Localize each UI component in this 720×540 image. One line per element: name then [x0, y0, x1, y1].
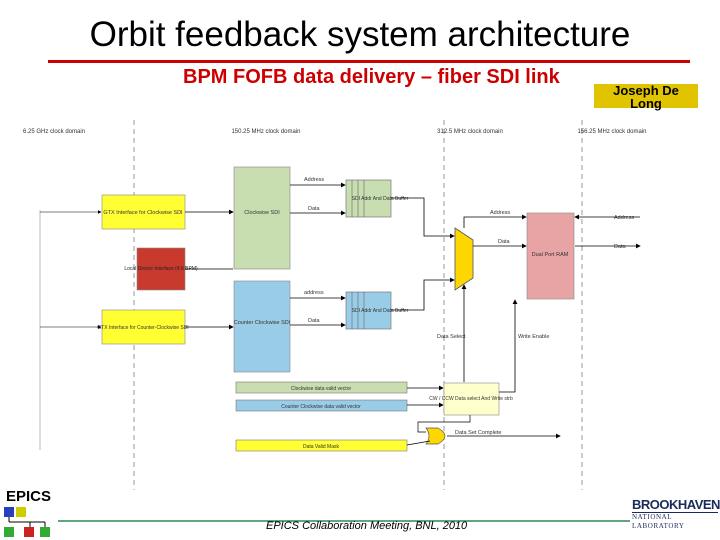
- label-write-enable: Write Enable: [518, 334, 549, 340]
- data-valid-mask-block: [235, 439, 408, 452]
- sdi-buffer-1-block: [345, 179, 392, 218]
- ccw-valid-vector-label: Counter Clockwise data valid vector: [281, 404, 361, 410]
- label-data-2: Data: [308, 318, 321, 324]
- label-data-set-complete: Data Set Complete: [455, 430, 501, 436]
- clockwise-sdi-block: [233, 166, 291, 270]
- sdi-buffer-2-label: SDI Addr And Data Buffer: [352, 308, 409, 314]
- brookhaven-logo-bottom: NATIONAL LABORATORY: [632, 512, 718, 531]
- label-out-address: Address: [614, 215, 634, 221]
- slide-subtitle: BPM FOFB data delivery – fiber SDI link: [183, 66, 560, 88]
- clock-domain-label-3: 312.5 MHz clock domain: [437, 129, 503, 135]
- cw-valid-vector-block: [235, 381, 408, 394]
- brookhaven-logo-top: BROOKHAVEN: [632, 497, 720, 512]
- cw-valid-vector-label: Clockwise data valid vector: [291, 386, 352, 392]
- footer-text: EPICS Collaboration Meeting, BNL, 2010: [266, 520, 468, 532]
- title-underline: [48, 60, 690, 63]
- gtx-counter-clockwise-label: GTX Interface for Counter-Clockwise SDI: [97, 325, 188, 331]
- author-line-1: Joseph De: [613, 83, 679, 98]
- author-line-2: Long: [630, 96, 662, 111]
- label-mux-data: Data: [498, 239, 511, 245]
- clockwise-sdi-label: Clockwise SDI: [244, 210, 280, 216]
- brookhaven-logo: BROOKHAVEN NATIONAL LABORATORY: [632, 497, 720, 532]
- gtx-counter-clockwise-block: [101, 309, 186, 345]
- clock-domain-label-2: 150.25 MHz clock domain: [231, 129, 300, 135]
- label-out-data: Data: [614, 244, 627, 250]
- label-address-1: Address: [304, 177, 324, 183]
- epics-logo-text: EPICS: [6, 488, 52, 505]
- label-mux-address: Address: [490, 210, 510, 216]
- cw-ccw-select-block: [443, 382, 500, 416]
- dual-port-ram-label: Dual Port RAM: [532, 252, 569, 258]
- counter-clockwise-sdi-block: [233, 280, 291, 373]
- gtx-clockwise-label: GTX Interface for Clockwise SDI: [103, 210, 183, 216]
- counter-clockwise-sdi-label: Counter Clockwise SDI: [234, 320, 291, 326]
- sdi-buffer-2-block: [345, 291, 392, 330]
- label-data-1: Data: [308, 206, 321, 212]
- local-device-block: [136, 247, 186, 291]
- slide-title: Orbit feedback system architecture: [89, 15, 631, 54]
- data-mux: [454, 227, 474, 291]
- local-device-label: Local Device Interface (4.6 BPM): [124, 266, 198, 272]
- label-address-2: address: [304, 290, 324, 296]
- clock-domain-label-4: 156.25 MHz clock domain: [577, 129, 646, 135]
- epics-logo-icon: [4, 507, 50, 537]
- author-box: Joseph De Long: [594, 83, 698, 111]
- data-valid-mask-label: Data Valid Mask: [303, 444, 340, 450]
- cw-ccw-select-label: CW / CCW Data select And Write strb: [429, 396, 513, 402]
- dual-port-ram-block: [526, 212, 575, 300]
- and-gate: [425, 427, 446, 445]
- sdi-buffer-1-label: SDI Addr And Data Buffer: [352, 196, 409, 202]
- label-data-select: Data Select: [437, 334, 466, 340]
- gtx-clockwise-block: [101, 194, 186, 230]
- ccw-valid-vector-block: [235, 399, 408, 412]
- clock-domain-label-1: 6.25 GHz clock domain: [23, 129, 85, 135]
